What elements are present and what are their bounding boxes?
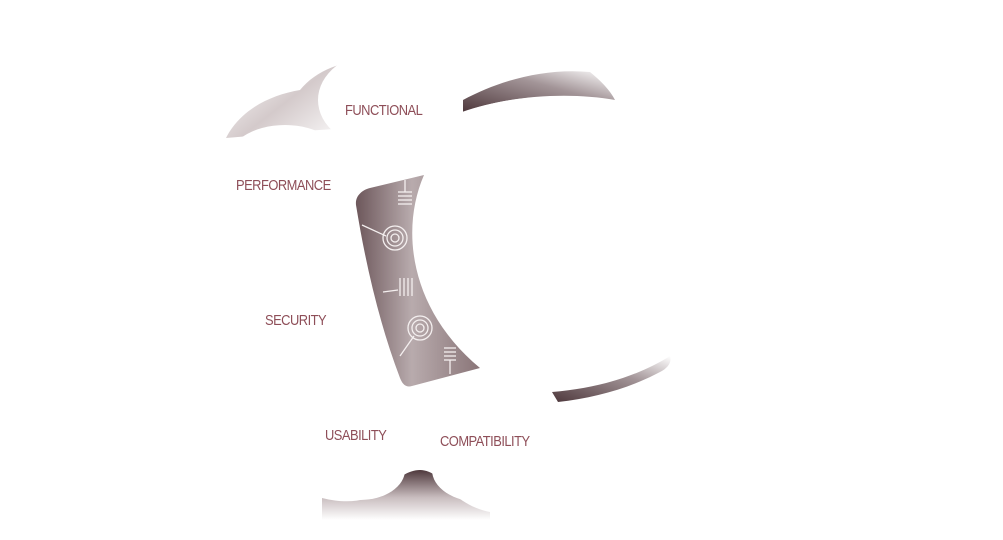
cloud-top bbox=[318, 52, 442, 148]
target-icon bbox=[399, 315, 433, 357]
arc-shadow-top bbox=[463, 71, 615, 112]
cloud-bottom-left bbox=[315, 440, 405, 500]
bottom-bump-shadow bbox=[322, 470, 490, 520]
label-usability: USABILITY bbox=[325, 427, 387, 444]
bracket-icon bbox=[444, 347, 456, 374]
panel-icons bbox=[361, 180, 456, 374]
label-security: SECURITY bbox=[265, 312, 327, 329]
bracket-icon bbox=[398, 180, 412, 205]
cloud-bottom-right bbox=[432, 438, 528, 502]
label-performance: PERFORMANCE bbox=[236, 177, 331, 194]
label-functional: FUNCTIONAL bbox=[345, 102, 423, 119]
cloud-left bbox=[225, 125, 345, 205]
bracket-icon bbox=[382, 278, 413, 296]
right-white-body bbox=[462, 96, 704, 394]
target-icon bbox=[361, 224, 408, 251]
center-panel bbox=[355, 175, 480, 387]
arc-shadow-bottom bbox=[552, 356, 671, 402]
label-compatibility: COMPATIBILITY bbox=[440, 433, 530, 450]
